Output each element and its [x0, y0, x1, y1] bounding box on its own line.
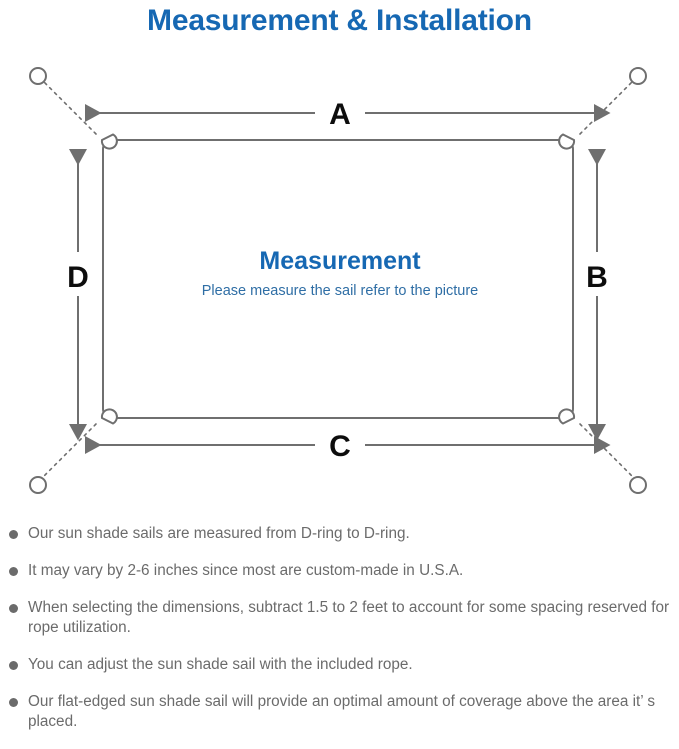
page-title: Measurement & Installation: [147, 4, 532, 37]
dimension-label-b: B: [586, 261, 608, 294]
list-item: Our sun shade sails are measured from D-…: [0, 524, 679, 544]
bullet-icon: [9, 698, 18, 707]
sail-rectangle: [102, 139, 574, 419]
rope-top-left: [43, 81, 97, 135]
rope-bottom-left: [43, 423, 97, 477]
dimension-label-d: D: [67, 261, 89, 294]
diagram-center-title: Measurement: [259, 247, 421, 275]
anchor-point-top-left: [29, 67, 47, 85]
note-text: It may vary by 2-6 inches since most are…: [28, 562, 464, 579]
list-item: You can adjust the sun shade sail with t…: [0, 655, 679, 675]
note-text: Our sun shade sails are measured from D-…: [28, 525, 410, 542]
bullet-icon: [9, 567, 18, 576]
diagram-center-subtitle: Please measure the sail refer to the pic…: [202, 283, 478, 299]
list-item: When selecting the dimensions, subtract …: [0, 598, 679, 638]
dimension-label-c: C: [329, 430, 351, 463]
rope-top-right: [579, 81, 633, 135]
note-text: You can adjust the sun shade sail with t…: [28, 656, 413, 673]
measurement-diagram-svg: A C D B Measurement Please measure the s…: [29, 67, 647, 494]
list-item: Our flat-edged sun shade sail will provi…: [0, 692, 679, 732]
measurement-diagram: A C D B Measurement Please measure the s…: [0, 44, 679, 514]
rope-bottom-right: [579, 423, 633, 477]
d-ring-bottom-left: [100, 408, 118, 425]
bullet-icon: [9, 604, 18, 613]
d-ring-top-right: [558, 133, 576, 150]
note-text: Our flat-edged sun shade sail will provi…: [28, 693, 655, 730]
d-ring-bottom-right: [558, 408, 576, 425]
dimension-label-a: A: [329, 98, 351, 131]
anchor-point-bottom-left: [29, 476, 47, 494]
anchor-point-bottom-right: [629, 476, 647, 494]
list-item: It may vary by 2-6 inches since most are…: [0, 561, 679, 581]
note-text: When selecting the dimensions, subtract …: [28, 599, 670, 636]
anchor-point-top-right: [629, 67, 647, 85]
bullet-icon: [9, 530, 18, 539]
notes-list: Our sun shade sails are measured from D-…: [0, 524, 679, 749]
d-ring-top-left: [100, 133, 118, 150]
bullet-icon: [9, 661, 18, 670]
